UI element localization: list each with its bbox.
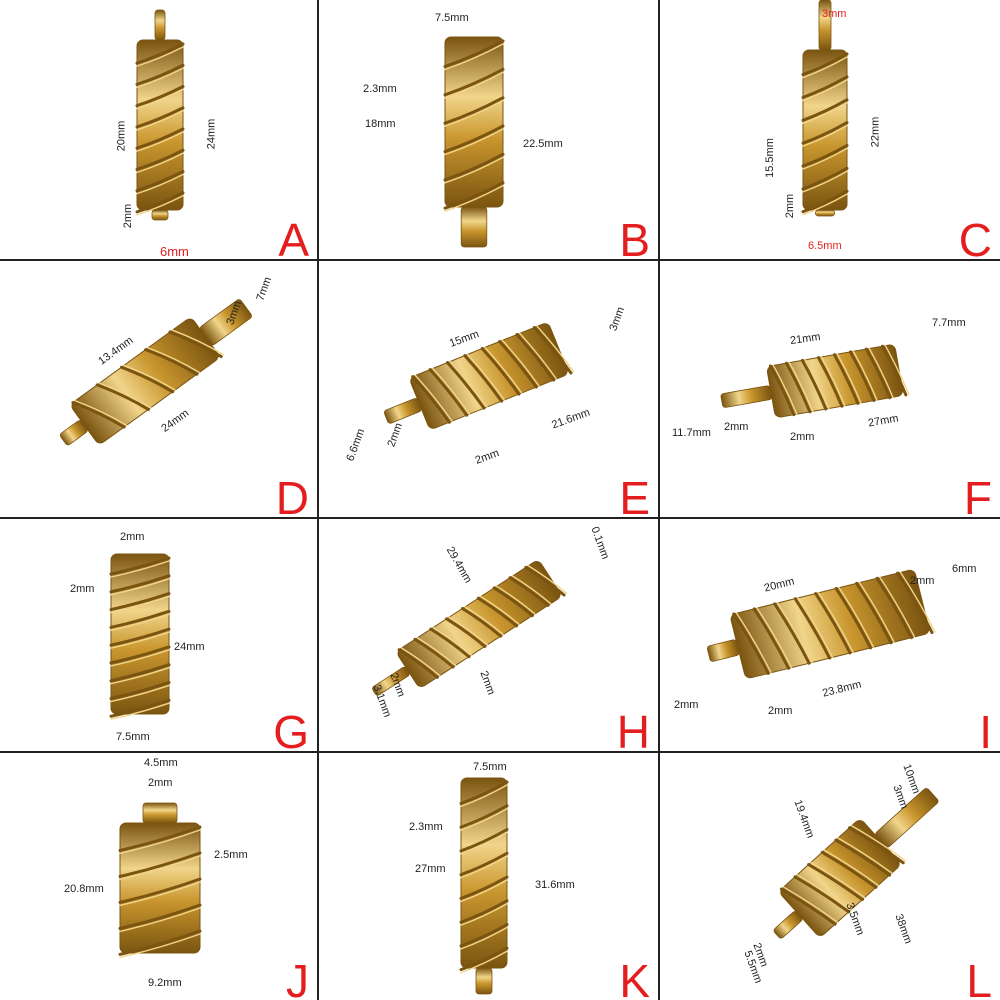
panel-letter: D	[275, 472, 309, 517]
dim-label: 2mm	[148, 777, 173, 789]
panel-letter: I	[979, 706, 992, 751]
dim-label: 6.5mm	[808, 240, 842, 252]
panel-letter: A	[278, 214, 309, 259]
dim-label: 24mm	[205, 118, 218, 150]
dim-label: 2mm	[790, 431, 815, 443]
dim-label: 3mm	[822, 8, 847, 20]
grid-divider	[0, 751, 1000, 753]
panel-b[interactable]: 7.5mm 2.3mm 18mm 22.5mm B	[319, 0, 658, 259]
panel-k[interactable]: 7.5mm 2.3mm 27mm 31.6mm K	[319, 753, 658, 1000]
dim-label: 6mm	[952, 563, 977, 575]
panel-j[interactable]: 4.5mm 2mm 2.5mm 20.8mm 9.2mm J	[0, 753, 317, 1000]
dim-label: 2mm	[122, 203, 135, 229]
dim-label: 31.6mm	[535, 879, 575, 891]
grid-divider	[0, 517, 1000, 519]
panel-letter: J	[286, 955, 309, 1000]
dim-label: 20.8mm	[64, 883, 104, 895]
dim-label: 2.3mm	[409, 821, 443, 833]
dim-label: 20mm	[115, 120, 128, 152]
worm-gear-image	[109, 553, 171, 720]
dim-label: 7.5mm	[473, 761, 507, 773]
panel-letter: C	[958, 214, 992, 259]
dim-label: 2mm	[120, 531, 145, 543]
dim-label: 22mm	[869, 116, 882, 148]
worm-gear-image	[773, 788, 939, 939]
dim-label: 2mm	[674, 699, 699, 711]
dim-label: 2.3mm	[363, 83, 397, 95]
dim-label: 2mm	[784, 193, 797, 219]
panel-a[interactable]: 20mm 24mm 2mm 6mm A	[0, 0, 317, 259]
panel-i[interactable]: 20mm 2mm 6mm 2mm 2mm 23.8mm I	[660, 519, 1000, 751]
worm-gear-image	[383, 323, 575, 429]
grid-divider	[317, 0, 319, 1000]
panel-letter: G	[273, 706, 309, 751]
dim-label: 2.5mm	[214, 849, 248, 861]
dim-label: 2mm	[910, 575, 935, 587]
worm-gear-image	[720, 344, 910, 418]
dim-label: 15.5mm	[763, 138, 776, 178]
worm-gear-image	[118, 802, 202, 959]
grid-divider	[0, 259, 1000, 261]
worm-gear-image	[135, 9, 185, 221]
panel-letter: K	[619, 955, 650, 1000]
panel-d[interactable]: 13.4mm 3mm 7mm 24mm D	[0, 261, 317, 517]
panel-g[interactable]: 2mm 2mm 24mm 7.5mm G	[0, 519, 317, 751]
panel-e[interactable]: 15mm 3mm 6.6mm 2mm 2mm 21.6mm E	[319, 261, 658, 517]
dim-label: 27mm	[415, 863, 446, 875]
dim-label: 24mm	[174, 641, 205, 653]
panel-letter: B	[619, 214, 650, 259]
worm-gear-image	[801, 0, 849, 217]
dim-label: 2mm	[768, 705, 793, 717]
panel-letter: L	[966, 955, 992, 1000]
dim-label: 7.5mm	[116, 731, 150, 743]
worm-gear-image	[59, 299, 252, 446]
dim-label: 7.5mm	[435, 12, 469, 24]
panel-letter: E	[619, 472, 650, 517]
dim-label: 7.7mm	[932, 317, 966, 329]
dim-label: 4.5mm	[144, 757, 178, 769]
panel-f[interactable]: 21mm 7.7mm 11.7mm 2mm 2mm 27mm F	[660, 261, 1000, 517]
panel-h[interactable]: 29.4mm 0.1mm 2mm 3.1mm 2mm H	[319, 519, 658, 751]
worm-gear-image	[707, 569, 936, 679]
panel-c[interactable]: 3mm 15.5mm 22mm 2mm 6.5mm C	[660, 0, 1000, 259]
dim-label: 22.5mm	[523, 138, 563, 150]
panel-l[interactable]: 10mm 3mm 19.4mm 3.5mm 38mm 2mm 5.5mm L	[660, 753, 1000, 1000]
worm-gear-image	[443, 36, 505, 248]
panel-letter: F	[963, 472, 992, 517]
dim-label: 11.7mm	[672, 427, 711, 439]
worm-gear-image	[459, 777, 509, 995]
panel-letter: H	[616, 706, 650, 751]
dim-label: 6mm	[160, 244, 189, 259]
dim-label: 2mm	[70, 583, 95, 595]
dim-label: 18mm	[365, 118, 396, 130]
grid-divider	[658, 0, 660, 1000]
worm-gear-image	[372, 561, 568, 696]
dim-label: 2mm	[724, 421, 749, 433]
dim-label: 9.2mm	[148, 977, 182, 989]
